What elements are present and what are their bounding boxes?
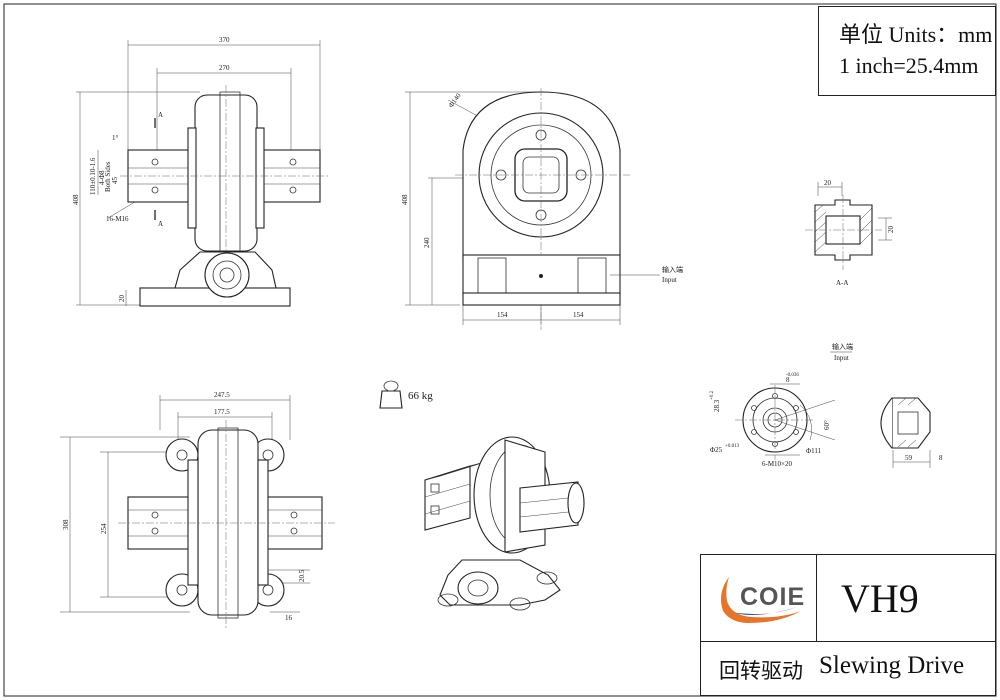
front-dim-inner-width: 270: [219, 64, 230, 72]
weight-indicator: 66 kg: [379, 380, 433, 409]
title-block-divider-horizontal: [701, 641, 995, 642]
detail-tol-28: +0.2: [710, 390, 715, 400]
detail-input-en: Input: [834, 354, 849, 362]
model-name: VH9: [841, 576, 919, 621]
front-thread-label: 16-M16: [106, 215, 129, 223]
side-dim-center-height: 240: [423, 237, 431, 248]
section-aa-width: 20: [824, 179, 832, 187]
front-dim-height: 408: [72, 194, 80, 205]
title-block: COIE VH9 回转驱动 Slewing Drive: [700, 554, 996, 696]
side-dim-right: 154: [573, 311, 584, 319]
top-dim-inner-height: 254: [100, 523, 108, 534]
side-input-cn: 输入端: [662, 265, 683, 274]
title-block-divider-vertical: [816, 555, 817, 641]
front-dim-both-sides: Both Sides: [104, 161, 112, 192]
product-name-cn: 回转驱动: [719, 659, 803, 683]
top-dim-inner-width: 177.5: [214, 408, 230, 416]
front-dim-overall-width: 370: [219, 36, 230, 44]
inch-conversion: 1 inch=25.4mm: [839, 53, 979, 78]
logo-text: COIE: [740, 583, 806, 611]
front-section-a-bottom: A: [158, 220, 163, 228]
logo-swoosh-icon: [721, 577, 801, 623]
front-dim-angle: 1°: [112, 134, 119, 142]
top-view: 247.5 177.5 308 254 20.5 16: [60, 391, 335, 630]
front-dim-base-height: 20: [118, 295, 126, 303]
detail-angle: 60°: [823, 420, 831, 430]
side-dim-left: 154: [497, 311, 508, 319]
detail-dim-59: 59: [905, 454, 913, 462]
section-aa-height: 20: [887, 226, 895, 234]
weight-icon: [379, 390, 403, 409]
weight-value: 66 kg: [408, 390, 433, 402]
top-dim-overall-width: 247.5: [214, 391, 230, 399]
front-dim-bolt-circle: 110±0.10-1.6: [89, 157, 97, 195]
sheet-border: [3, 3, 997, 697]
side-view: 408 240 Φ140 154 154 输入端 Input: [401, 88, 683, 330]
front-section-a-top: A: [158, 111, 163, 119]
detail-pcd: Φ111: [806, 447, 822, 455]
detail-key-width: 8: [786, 376, 790, 384]
top-dim-height: 308: [62, 519, 70, 530]
detail-key-tolerance: -0.036: [786, 373, 799, 378]
units-label: 单位 Units：mm: [839, 22, 993, 47]
front-dim-45: 45: [111, 177, 119, 185]
detail-input-cn: 输入端: [832, 342, 853, 351]
side-dim-height: 408: [401, 194, 409, 205]
units-box: 单位 Units：mm 1 inch=25.4mm: [818, 6, 996, 96]
detail-dim-25: Φ25: [710, 446, 723, 454]
top-dim-small-height: 20.5: [298, 569, 306, 582]
product-name-en: Slewing Drive: [819, 652, 965, 679]
detail-thread: 6-M10×20: [762, 460, 793, 468]
input-detail-view: 输入端 Input 8 -0.036 28.3 +0.2 60° Φ25 +0.…: [710, 342, 943, 468]
company-logo: COIE: [709, 573, 809, 629]
detail-dim-28: 28.3: [713, 399, 721, 412]
section-aa-label: A-A: [836, 279, 848, 287]
top-dim-small-width: 16: [285, 614, 293, 622]
detail-dim-8: 8: [939, 454, 943, 462]
detail-tol-25: +0.013: [725, 444, 740, 449]
section-aa-view: 20 20 A-A: [805, 179, 895, 287]
isometric-view: [424, 436, 585, 611]
front-view: 370 270 408 20 110±0.10-1.6 4-Φ8 Both Si…: [72, 36, 330, 307]
side-input-en: Input: [662, 276, 677, 284]
front-dim-pcd: 4-Φ8: [98, 170, 106, 185]
